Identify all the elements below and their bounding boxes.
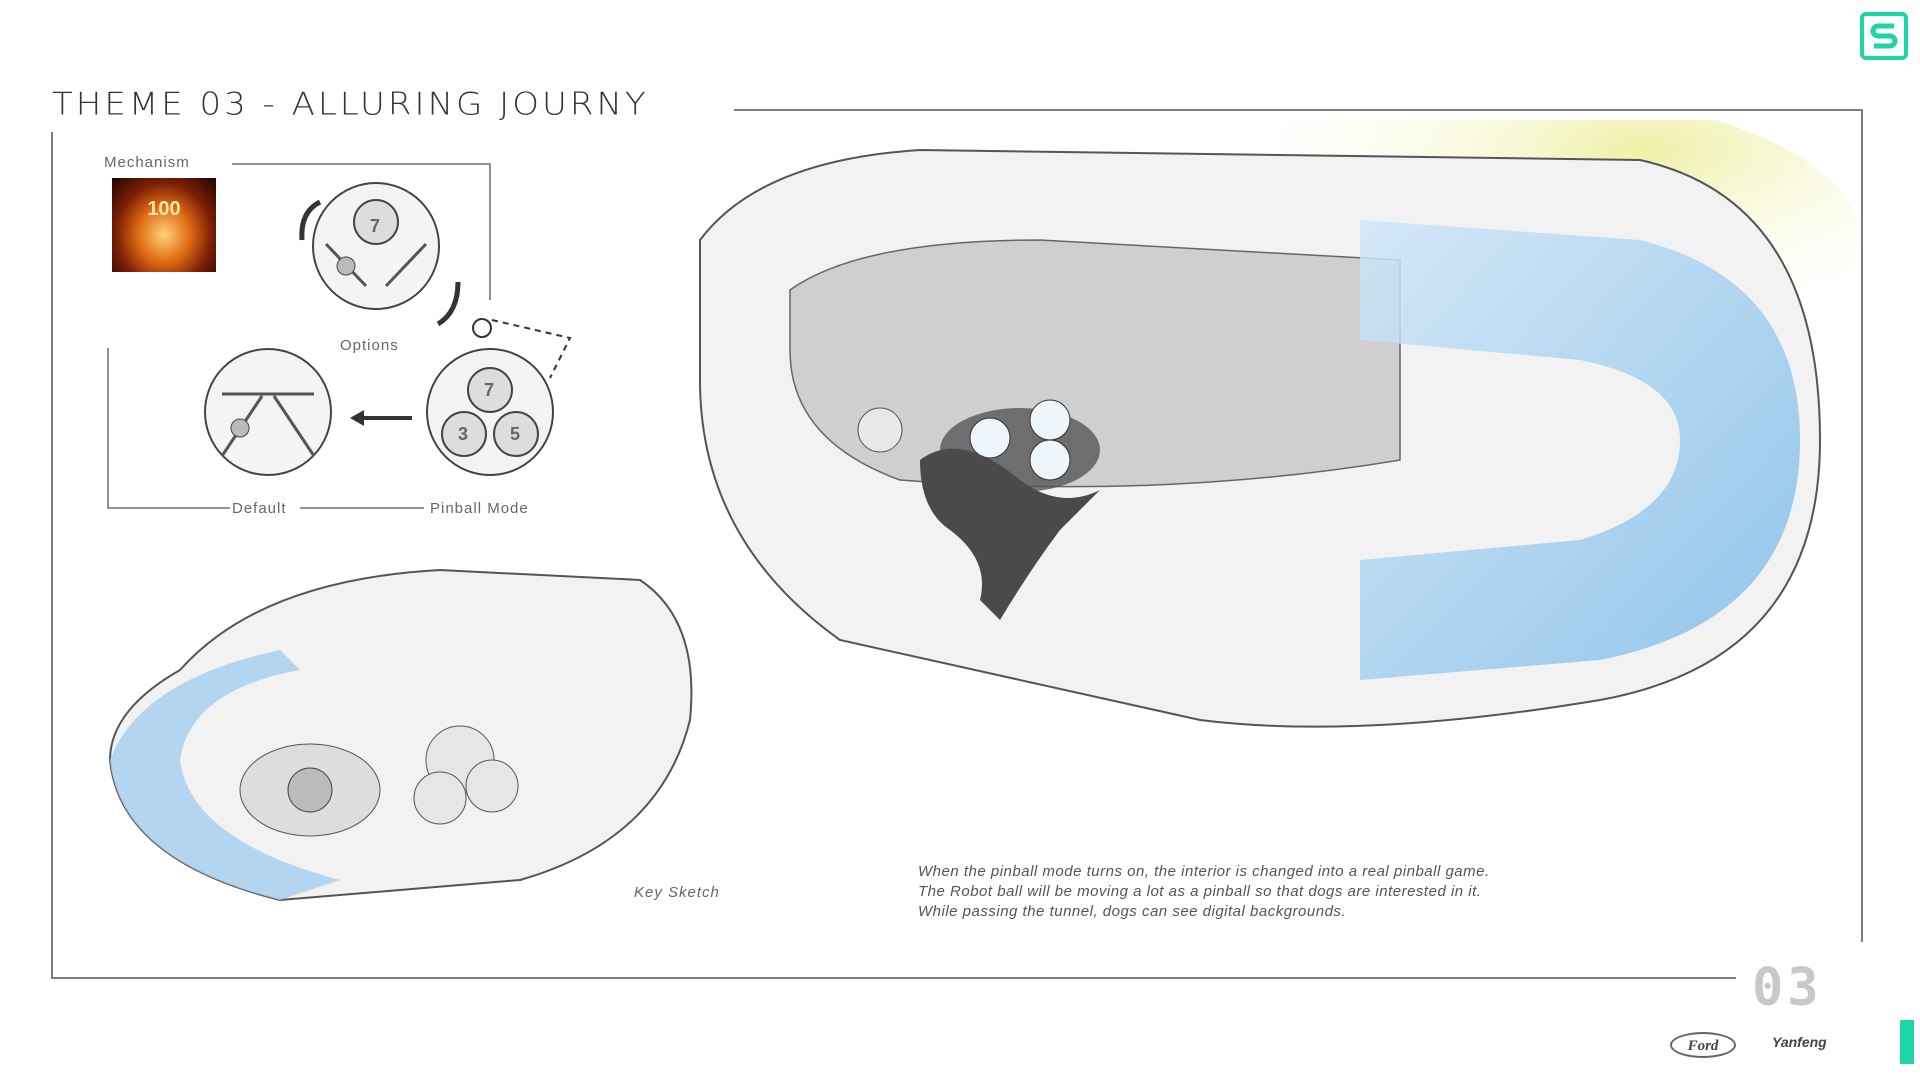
pinball-dial-number-left: 3 <box>458 424 470 444</box>
description: When the pinball mode turns on, the inte… <box>918 862 1678 922</box>
pinball-mechanism-image: 100 <box>112 178 216 272</box>
options-dial-number: 7 <box>370 216 382 236</box>
mechanism-label: Mechanism <box>104 154 190 171</box>
key-sketch <box>108 568 693 902</box>
description-line-2: The Robot ball will be moving a lot as a… <box>918 883 1482 900</box>
description-line-1: When the pinball mode turns on, the inte… <box>918 863 1490 880</box>
default-label: Default <box>232 500 287 517</box>
options-dial <box>312 182 440 310</box>
pinball-dial-number-top: 7 <box>484 380 496 400</box>
options-label: Options <box>340 337 399 354</box>
description-line-3: While passing the tunnel, dogs can see d… <box>918 903 1347 920</box>
pinball-mode-label: Pinball Mode <box>430 500 529 517</box>
ford-logo: Ford <box>1670 1032 1736 1058</box>
yanfeng-logo: Yanfeng <box>1772 1034 1827 1050</box>
dial-diagrams <box>204 182 572 476</box>
page-number: 03 <box>1752 958 1823 1018</box>
pinball-dial-number-right: 5 <box>510 424 522 444</box>
accent-bar <box>1900 1020 1914 1064</box>
brand-s-logo <box>1860 12 1908 60</box>
page-title: THEME 03 - ALLURING JOURNY <box>52 86 649 123</box>
mechanism-image-text: 100 <box>147 198 181 220</box>
main-pinball-interior-sketch <box>699 120 1860 728</box>
key-sketch-label: Key Sketch <box>634 884 720 901</box>
pinball-mode-dial <box>426 348 554 476</box>
default-dial <box>204 348 332 476</box>
